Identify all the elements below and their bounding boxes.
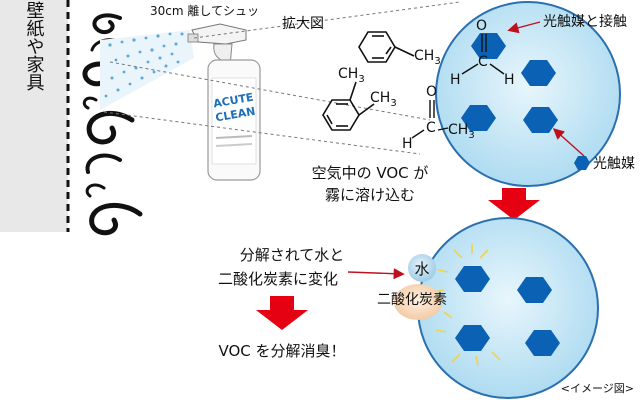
svg-text:O: O <box>426 84 437 100</box>
photocatalyst-hexagons-bottom <box>455 266 560 356</box>
spray-bottle: ACUTE CLEAN <box>187 23 261 181</box>
photocatalyst-label: 光触媒 <box>593 156 635 172</box>
wall-label: 壁紙や家具 <box>24 1 45 91</box>
toluene-molecule <box>358 31 415 63</box>
svg-text:C: C <box>426 120 436 136</box>
water-bubble <box>408 254 436 282</box>
water-label: 水 <box>414 260 429 278</box>
contact-callout-arrow <box>507 21 541 34</box>
zoom-label: 拡大図 <box>282 16 324 32</box>
photocatalyst-hexagon <box>455 325 490 351</box>
odor-swirl <box>82 96 98 110</box>
decomp-callout-arrow <box>347 268 405 280</box>
decomp-caption-line1: 分解されて水と <box>240 246 345 264</box>
photocatalyst-legend-hexagon <box>574 156 590 170</box>
xylene-ch3-right: CH3 <box>370 90 397 109</box>
zoom-guides <box>103 1 461 155</box>
contact-label: 光触媒と接触 <box>543 13 627 30</box>
toluene-ch3: CH3 <box>414 48 441 67</box>
voc-caption-line2: 霧に溶け込む <box>325 186 415 204</box>
decomp-caption-line2: 二酸化炭素に変化 <box>218 270 338 288</box>
formaldehyde-molecule: O C H H <box>450 18 515 88</box>
photocatalyst-hexagon <box>455 266 490 292</box>
image-note: <イメージ図> <box>561 382 634 395</box>
svg-text:H: H <box>504 72 515 88</box>
co2-label: 二酸化炭素 <box>377 292 447 308</box>
xylene-ch3-top: CH3 <box>338 66 365 85</box>
acetaldehyde-molecule: O C H CH3 <box>402 84 475 152</box>
reaction-sparkles <box>433 244 501 367</box>
svg-text:O: O <box>476 18 487 34</box>
svg-text:C: C <box>478 54 488 70</box>
photocatalyst-hexagon <box>523 107 558 133</box>
process-arrow-right <box>488 188 540 220</box>
magnified-droplet-bottom <box>417 217 599 399</box>
photocatalyst-hexagon <box>525 330 560 356</box>
odor-swirl <box>85 183 106 198</box>
svg-text:H: H <box>402 136 413 152</box>
process-arrow-left <box>256 296 308 330</box>
odor-swirl <box>92 13 122 35</box>
xylene-molecule <box>322 81 375 131</box>
odor-swirl <box>89 202 143 236</box>
photocatalyst-hexagon <box>521 60 556 86</box>
spray-distance-label: 30cm 離してシュッ <box>150 4 259 18</box>
odor-swirl <box>86 110 135 145</box>
voc-caption-line1: 空気中の VOC が <box>312 164 429 182</box>
svg-text:H: H <box>450 72 461 88</box>
wall-panel <box>0 0 68 232</box>
photocatalyst-hexagon <box>471 33 506 59</box>
photocatalyst-hexagons-top <box>461 33 558 133</box>
photocatalyst-hexagon <box>461 105 496 131</box>
result-caption: VOC を分解消臭！ <box>218 342 345 360</box>
spray-mist <box>100 30 194 110</box>
photocatalyst-callout-arrow <box>552 128 585 157</box>
odor-swirl <box>85 153 122 174</box>
svg-text:CH3: CH3 <box>448 122 475 141</box>
co2-bubble <box>394 284 442 320</box>
photocatalyst-hexagon <box>517 277 552 303</box>
